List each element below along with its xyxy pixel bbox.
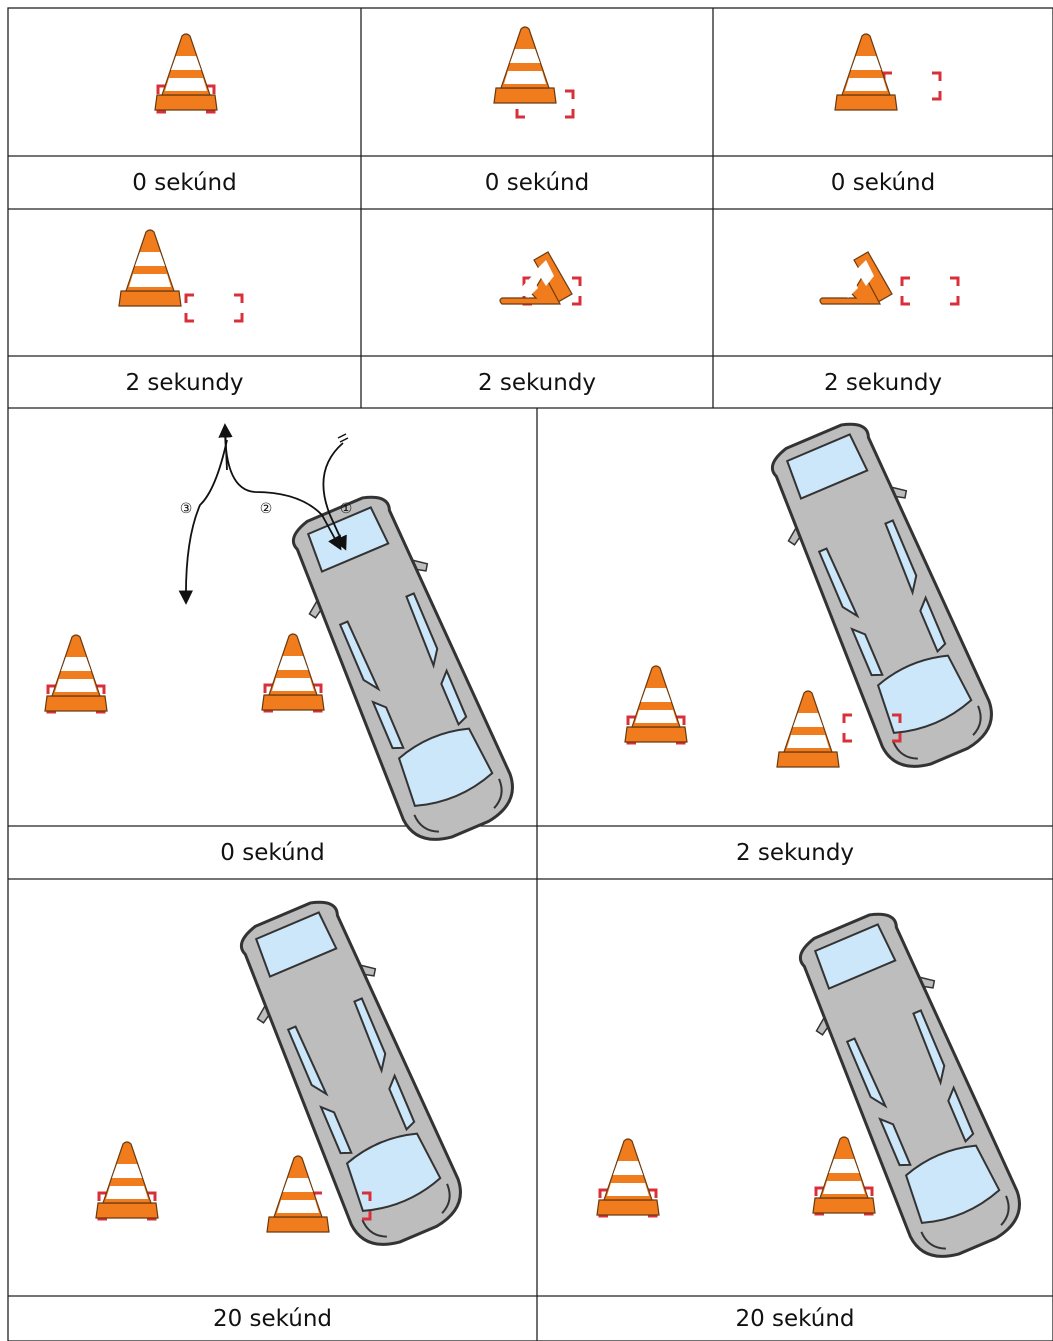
cone-cell-1-1 bbox=[154, 33, 218, 114]
caption-scene-2: 2 sekundy bbox=[735, 840, 855, 866]
scene-2s bbox=[624, 410, 1010, 783]
caption-scene-1: 0 sekúnd bbox=[220, 840, 325, 866]
traffic-cone-icon bbox=[812, 1136, 876, 1214]
scene-20s-left bbox=[95, 888, 479, 1261]
traffic-cone-icon bbox=[118, 229, 182, 307]
traffic-cone-icon bbox=[499, 251, 573, 305]
caption-row1-col1: 0 sekúnd bbox=[132, 170, 237, 196]
caption-row2-col2: 2 sekundy bbox=[477, 369, 597, 396]
caption-row1-col2: 0 sekúnd bbox=[484, 170, 590, 196]
car-icon bbox=[781, 900, 1038, 1273]
traffic-cone-icon bbox=[261, 633, 325, 711]
path-number-2: ② bbox=[260, 501, 273, 517]
arrow-icon bbox=[224, 427, 342, 551]
traffic-cone-icon bbox=[596, 1138, 660, 1216]
cone-cell-1-2 bbox=[493, 26, 575, 119]
traffic-cone-icon bbox=[493, 26, 557, 104]
scene-0s-paths: ③ ② ① bbox=[44, 423, 531, 856]
caption-row1-col3: 0 sekúnd bbox=[830, 170, 936, 196]
grid-lines bbox=[7, 7, 1053, 1341]
caption-scene-4: 20 sekúnd bbox=[735, 1306, 855, 1332]
car-icon bbox=[274, 483, 531, 856]
traffic-cone-icon bbox=[154, 33, 218, 111]
cone-cell-2-3 bbox=[819, 251, 960, 306]
traffic-cone-icon bbox=[44, 634, 108, 712]
path-number-3: ③ bbox=[180, 501, 193, 517]
path-number-1: ① bbox=[340, 501, 353, 517]
traffic-cone-icon bbox=[776, 690, 840, 768]
caption-scene-3: 20 sekúnd bbox=[212, 1306, 333, 1332]
scene-20s-right bbox=[596, 900, 1038, 1273]
car-icon bbox=[222, 888, 479, 1261]
caption-row2-col3: 2 sekundy bbox=[823, 369, 943, 396]
caption-row2-col1: 2 sekundy bbox=[125, 369, 244, 396]
arrow-icon bbox=[322, 442, 347, 551]
arrow-icon bbox=[178, 439, 228, 605]
cone-cell-1-3 bbox=[834, 33, 942, 111]
cone-cell-2-1 bbox=[118, 229, 244, 323]
cone-cell-2-2 bbox=[499, 251, 582, 306]
traffic-cone-icon bbox=[95, 1141, 159, 1219]
arrow-icon bbox=[218, 423, 233, 471]
traffic-cone-icon bbox=[624, 665, 688, 743]
traffic-cone-icon bbox=[819, 251, 893, 305]
